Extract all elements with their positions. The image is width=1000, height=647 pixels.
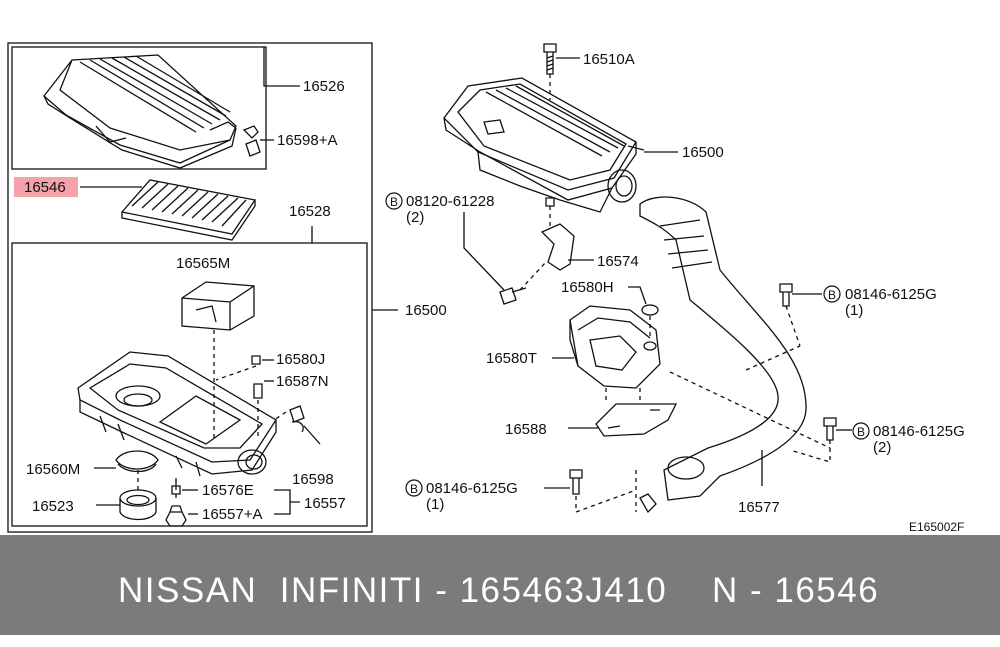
footer-part-number: NISSAN INFINITI - 165463J410: [118, 571, 668, 610]
label-16588: 16588: [505, 421, 547, 438]
circle-b-letter: B: [857, 425, 865, 439]
circle-b-mark-1: [385, 192, 403, 210]
label-16598-a: 16598+A: [277, 132, 337, 149]
clip-16598-a: [242, 125, 261, 157]
parts-diagram: B B B B 16526 16598+A 16546 16528 16565M…: [7, 42, 965, 534]
label-16560m: 16560M: [26, 461, 80, 478]
air-duct-16577: [639, 196, 807, 514]
grommet-16580h: [641, 304, 659, 316]
clamp-16560m: [115, 450, 159, 473]
resonator-16580t: [569, 305, 661, 389]
clip-16598: [289, 405, 305, 433]
circle-b-letter: B: [410, 482, 418, 496]
label-16500-left: 16500: [405, 302, 447, 319]
bracket-16574: [540, 197, 575, 271]
label-16557-a: 16557+A: [202, 506, 262, 523]
circle-b-mark-3: [852, 422, 870, 440]
label-16580t: 16580T: [486, 350, 537, 367]
pin-16587n: [253, 383, 263, 399]
circle-b-mark-2: [823, 285, 841, 303]
air-filter-element-16546: [120, 179, 257, 241]
bolt-quantity-3: (2): [873, 439, 891, 456]
label-16580j: 16580J: [276, 351, 325, 368]
label-16577: 16577: [738, 499, 780, 516]
foam-block-16565m: [181, 281, 255, 331]
footer-bar: NISSAN INFINITI - 165463J410 N - 16546: [0, 535, 1000, 635]
air-cleaner-assembly-16500: [443, 77, 645, 213]
label-16526: 16526: [303, 78, 345, 95]
bolt-part-number-2: 08146-6125G: [845, 286, 937, 303]
diagram-code: E165002F: [909, 520, 964, 534]
bolt-16510a: [543, 43, 557, 75]
clip-16580j: [251, 355, 261, 365]
bolt-part-number-4: 08146-6125G: [426, 480, 518, 497]
air-cleaner-lower-case-16528: [77, 351, 277, 477]
bolt-08146-6125g-2: [823, 417, 837, 441]
bolt-quantity-1: (2): [406, 209, 424, 226]
bolt-08146-6125g-3: [569, 469, 583, 495]
label-16565m: 16565M: [176, 255, 230, 272]
label-16523: 16523: [32, 498, 74, 515]
air-cleaner-cover-16526: [43, 54, 237, 169]
label-16546: 16546: [24, 179, 66, 196]
circle-b-mark-4: [405, 479, 423, 497]
label-16580h: 16580H: [561, 279, 614, 296]
bolt-08120-61228: [499, 287, 527, 305]
footer-reference-code: N - 16546: [712, 571, 880, 610]
left-frame: [7, 42, 373, 533]
nut-16557-a: [165, 505, 187, 527]
bolt-08146-6125g-1: [779, 283, 793, 307]
label-16500-right: 16500: [682, 144, 724, 161]
bolt-quantity-2: (1): [845, 302, 863, 319]
bolt-part-number-1: 08120-61228: [406, 193, 494, 210]
bolt-part-number-3: 08146-6125G: [873, 423, 965, 440]
circle-b-letter: B: [390, 195, 398, 209]
circle-b-letter: B: [828, 288, 836, 302]
lower-inset-frame: [11, 242, 368, 527]
bracket-16588: [595, 403, 678, 437]
highlight-16546: [14, 177, 78, 197]
label-16528: 16528: [289, 203, 331, 220]
label-16587n: 16587N: [276, 373, 329, 390]
label-16598: 16598: [292, 471, 334, 488]
label-16510a: 16510A: [583, 51, 635, 68]
label-16574: 16574: [597, 253, 639, 270]
seal-16523: [119, 489, 157, 521]
label-16576e: 16576E: [202, 482, 254, 499]
upper-inset-frame: [11, 46, 267, 170]
label-16557: 16557: [304, 495, 346, 512]
bolt-quantity-4: (1): [426, 496, 444, 513]
